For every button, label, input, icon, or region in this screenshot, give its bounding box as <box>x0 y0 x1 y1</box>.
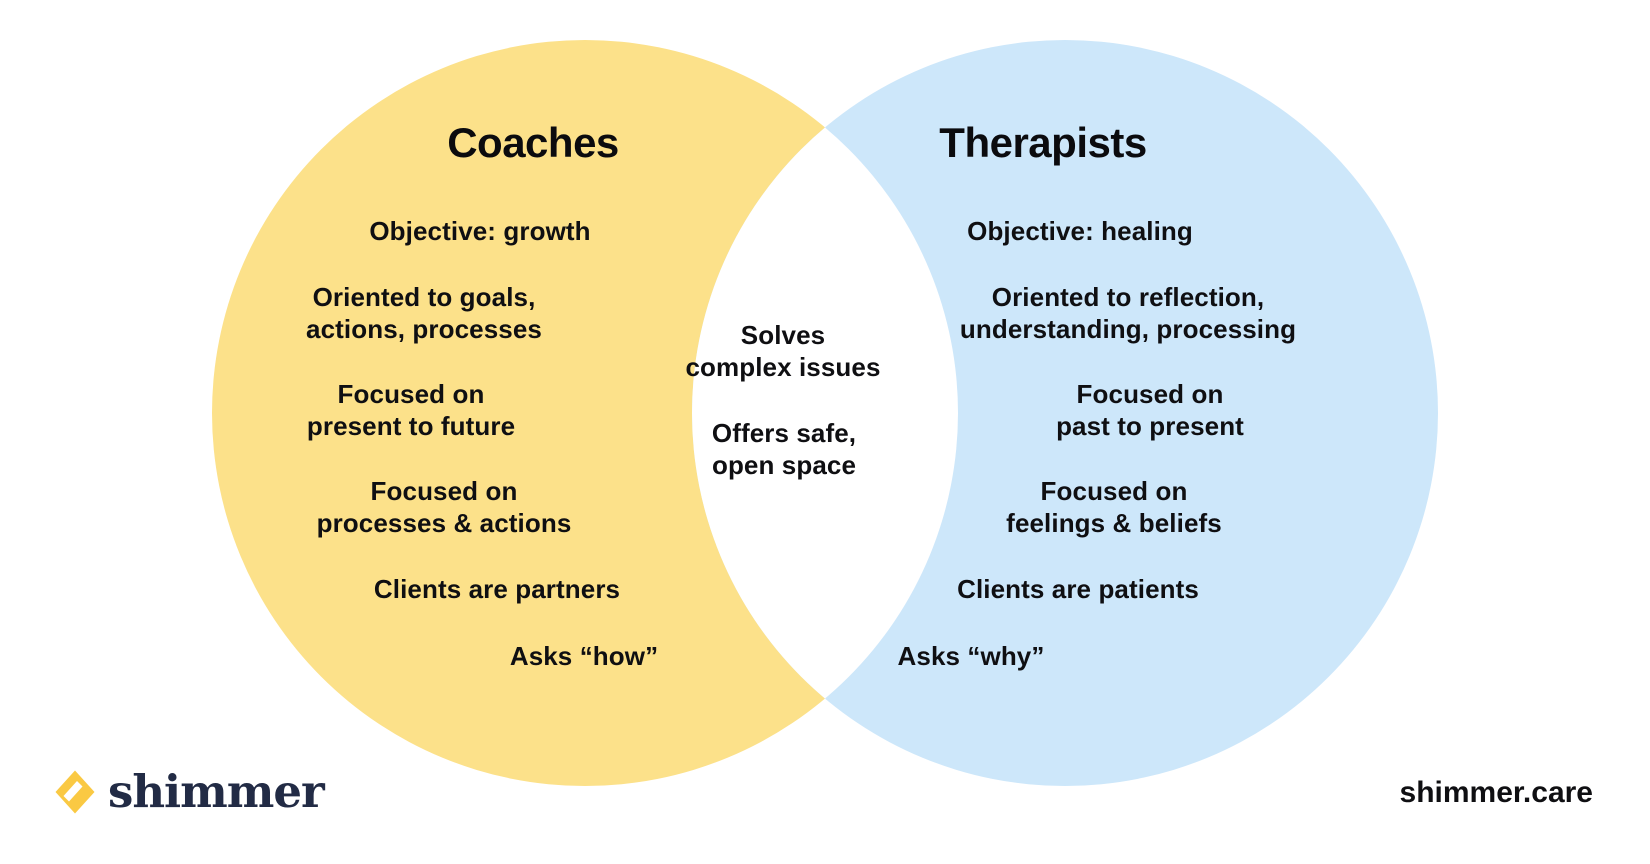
diamond-cutout <box>63 780 83 801</box>
coaches-item-focus-time: Focused on present to future <box>306 379 516 441</box>
coaches-title: Coaches <box>447 119 619 166</box>
therapists-item-focus-topic: Focused on feelings & beliefs <box>1006 476 1222 538</box>
overlap-item-offers: Offers safe, open space <box>711 418 857 480</box>
coaches-item-clients: Clients are partners <box>373 574 621 604</box>
therapists-item-focus-time: Focused on past to present <box>1056 379 1244 441</box>
brand-wordmark: shimmer <box>108 765 325 818</box>
coaches-item-focus-topic: Focused on processes & actions <box>316 476 572 538</box>
therapists-title: Therapists <box>939 119 1147 166</box>
overlap-item-solves: Solves complex issues <box>685 320 881 382</box>
therapists-item-asks: Asks “why” <box>897 641 1045 671</box>
therapists-item-oriented: Oriented to reflection, understanding, p… <box>959 282 1297 344</box>
overlap-lens <box>692 40 958 786</box>
website-url: shimmer.care <box>1399 776 1593 809</box>
therapists-item-clients: Clients are patients <box>957 574 1199 604</box>
therapists-item-objective: Objective: healing <box>967 216 1193 246</box>
coaches-item-asks: Asks “how” <box>509 641 659 671</box>
coaches-item-oriented: Oriented to goals, actions, processes <box>306 282 542 344</box>
coaches-item-objective: Objective: growth <box>369 216 591 246</box>
shimmer-logo: shimmer <box>55 765 325 818</box>
shimmer-diamond-icon <box>55 770 95 813</box>
